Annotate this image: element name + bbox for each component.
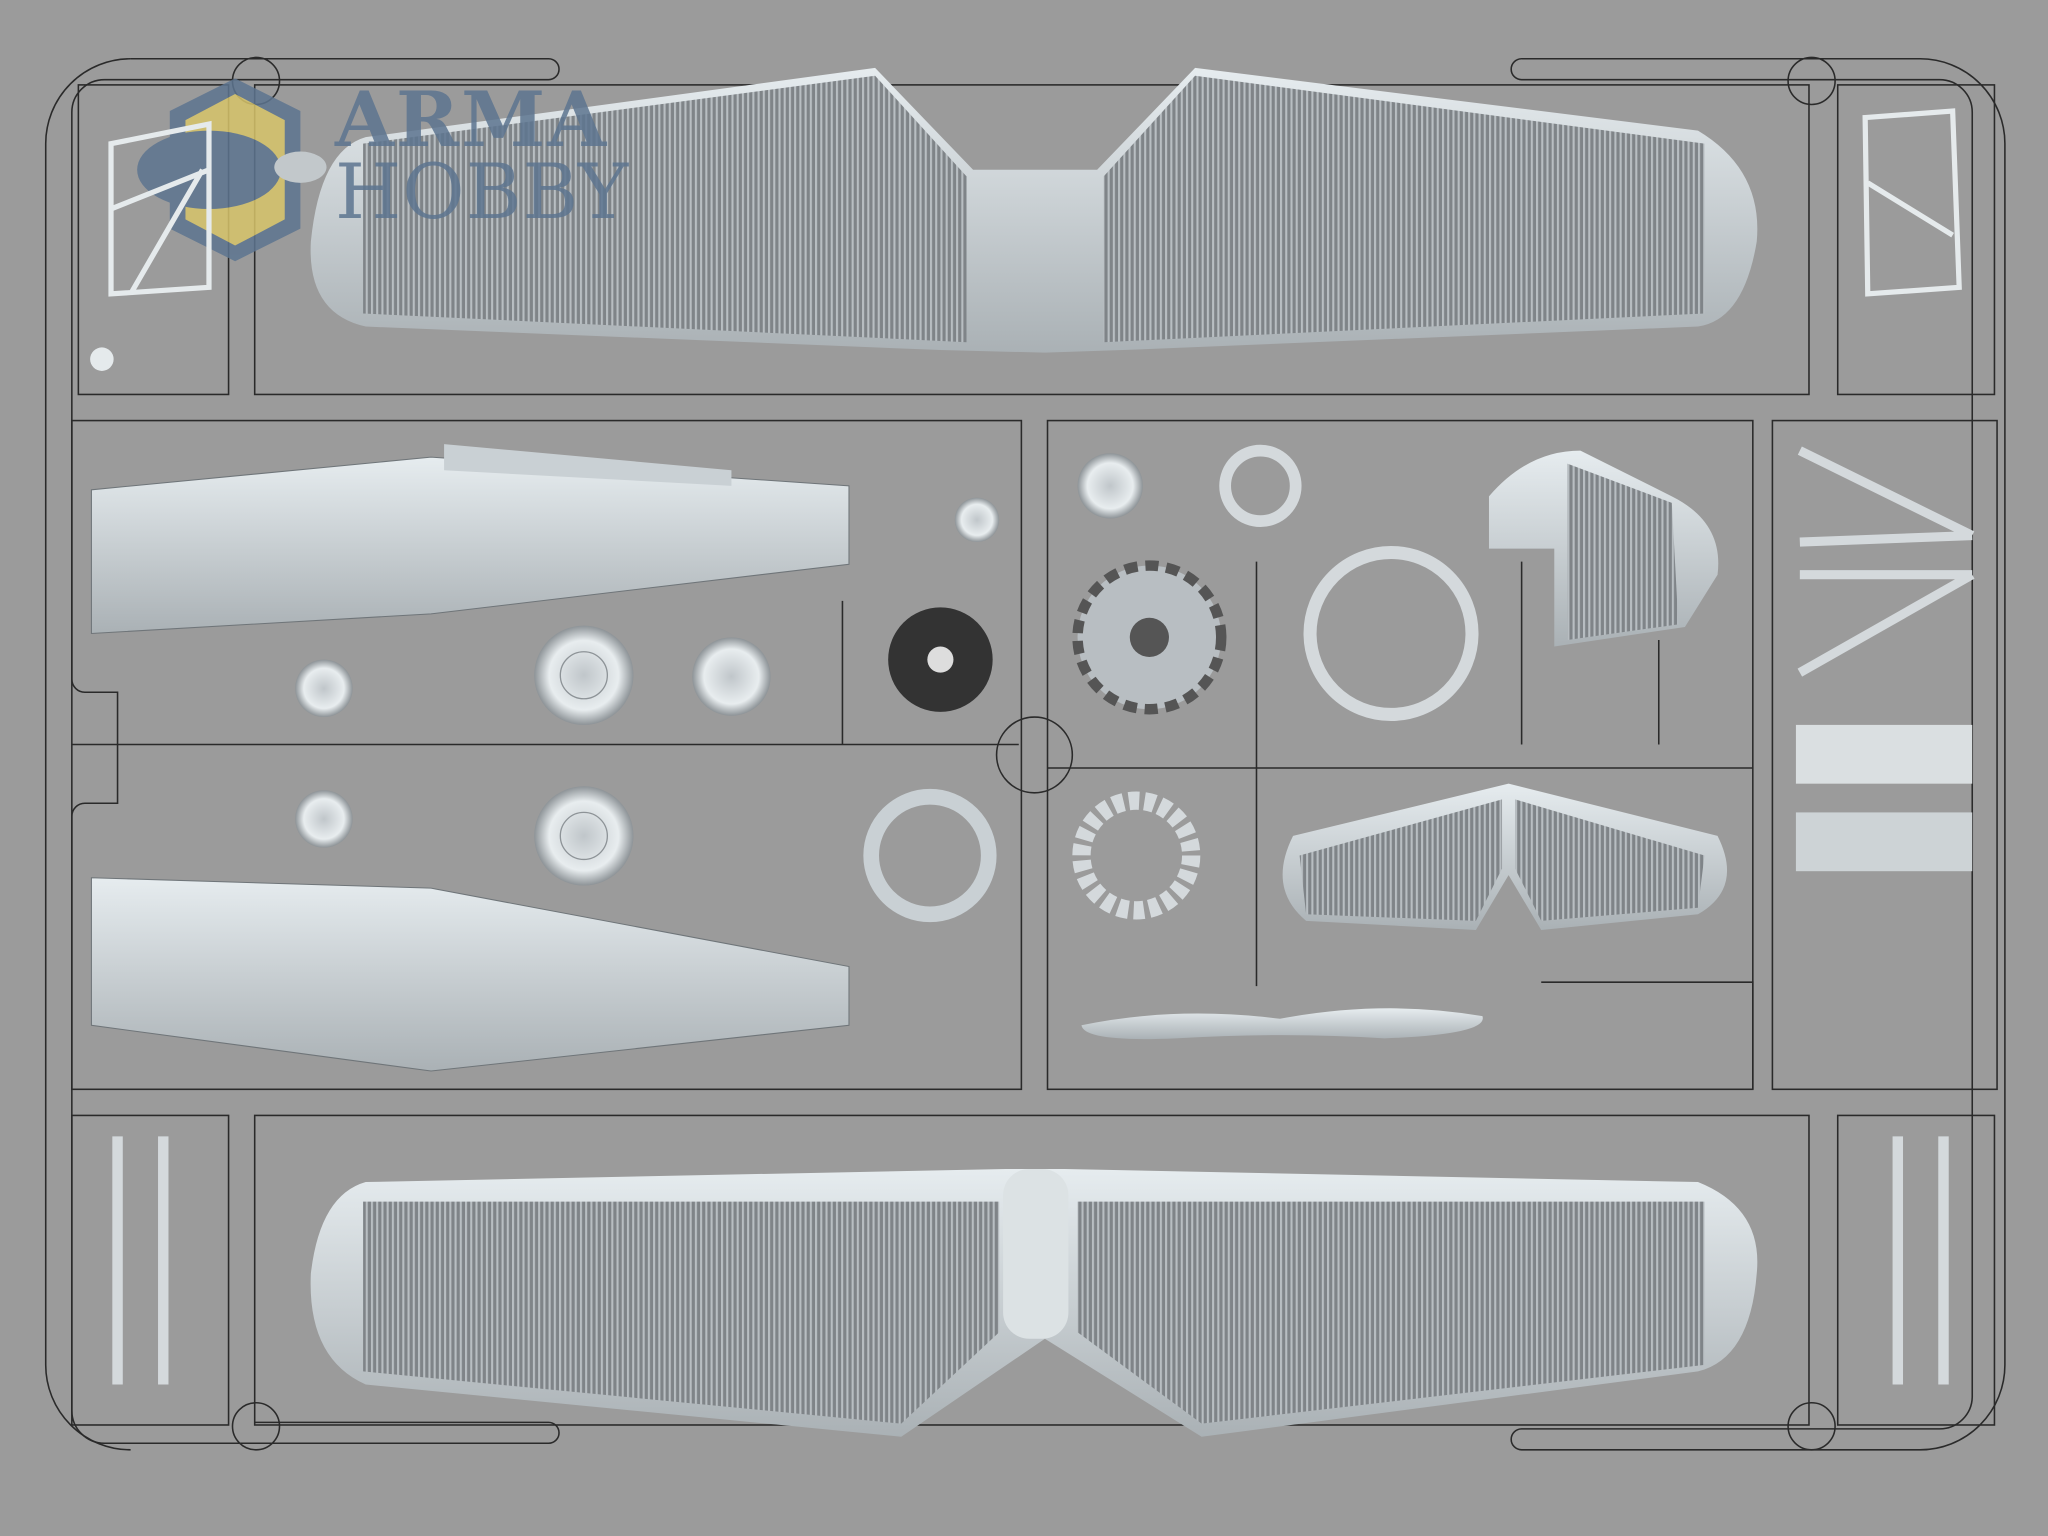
sprue-frame [44,56,2006,1451]
fuselage-panel [1795,812,1973,872]
interplane-struts [1797,446,1975,677]
fuselage-right-half [90,877,850,1072]
landing-gear-struts [112,1136,1949,1385]
propeller [1081,1008,1483,1040]
arma-hobby-logo: ARMA HOBBY [335,82,629,230]
logo-line-1: ARMA [335,75,609,164]
tailplane [1282,783,1728,930]
cabane-struts [108,108,1962,297]
upper-wing [310,67,1758,353]
logo-line-2: HOBBY [335,147,630,236]
fuselage-left-half [90,444,850,635]
rudder [1488,450,1719,647]
washer-part [90,347,114,371]
wheels [295,497,1000,886]
lower-wing [310,1168,1758,1437]
cowling-panel [1795,724,1973,784]
